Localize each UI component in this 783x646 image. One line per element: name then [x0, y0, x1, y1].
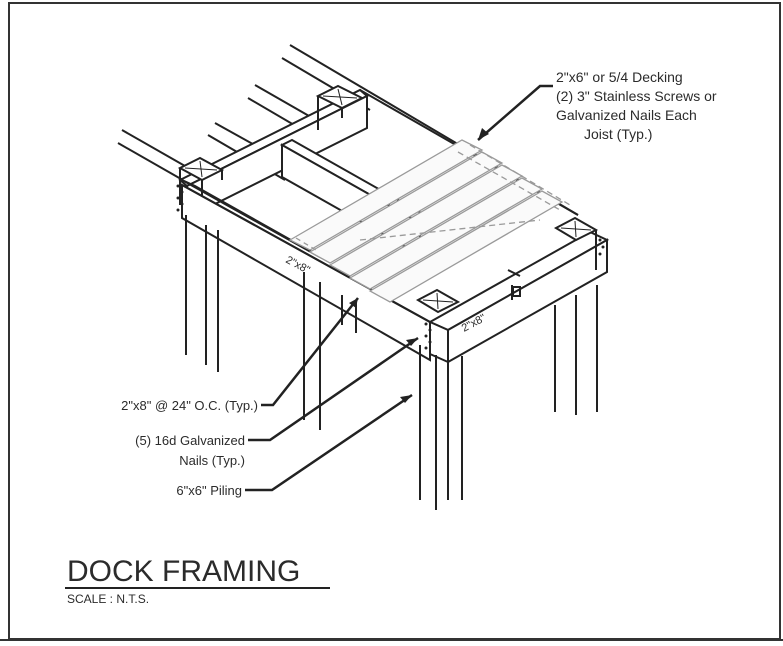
front-corner-post — [415, 288, 461, 314]
right-end-beam — [427, 230, 610, 364]
decking-boards — [288, 139, 571, 303]
nails-callout-line-2: Nails (Typ.) — [179, 453, 245, 468]
nail-pattern — [176, 184, 605, 350]
right-corner-post — [553, 216, 599, 270]
piling-callout: 6"x6" Piling — [176, 483, 242, 498]
decking-callout-line-3: Galvanized Nails Each — [556, 107, 697, 123]
drawing-scale: SCALE : N.T.S. — [67, 592, 149, 606]
decking-callout-line-1: 2"x6" or 5/4 Decking — [556, 69, 683, 85]
back-right-post — [315, 84, 365, 130]
nails-callout-line-1: (5) 16d Galvanized — [135, 433, 245, 448]
drawing-title: DOCK FRAMING — [67, 555, 300, 588]
joist-callout: 2"x8" @ 24" O.C. (Typ.) — [121, 398, 258, 413]
decking-callout-line-4: Joist (Typ.) — [584, 126, 652, 142]
leader-arrowheads — [349, 128, 489, 403]
leader-lines — [245, 84, 553, 492]
decking-callout-line-2: (2) 3" Stainless Screws or — [556, 88, 717, 104]
decking-callout: 2"x6" or 5/4 Decking (2) 3" Stainless Sc… — [556, 69, 717, 142]
back-left-post — [177, 156, 225, 215]
